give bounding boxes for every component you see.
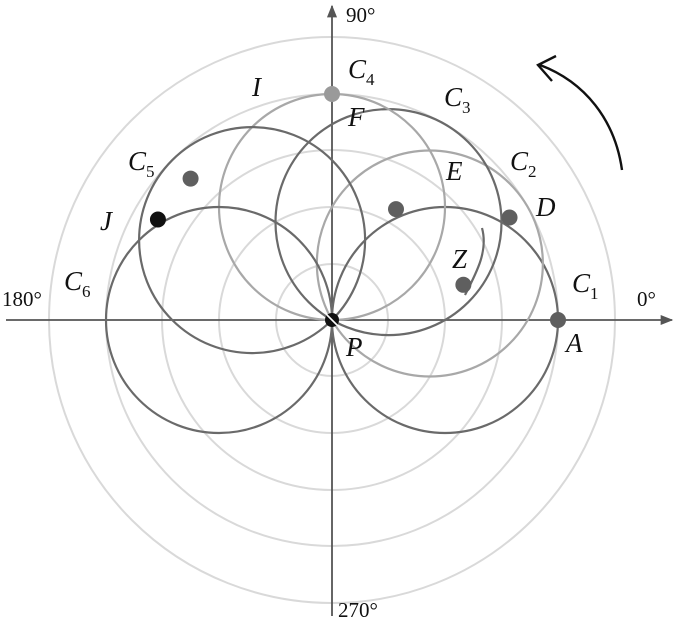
angle-label-180: 180° bbox=[2, 287, 42, 311]
point-a bbox=[550, 312, 566, 328]
circle-label-c2: C2 bbox=[510, 146, 537, 181]
origin-tick-mark bbox=[326, 314, 338, 326]
point-d bbox=[501, 209, 518, 226]
circle-labels: C1 C2 C3 C4 C5 C6 bbox=[64, 54, 599, 303]
angle-label-0: 0° bbox=[637, 287, 656, 311]
angle-label-270: 270° bbox=[338, 598, 378, 622]
point-label-z: Z bbox=[452, 244, 468, 274]
point-i bbox=[182, 170, 199, 187]
point-label-f: F bbox=[347, 102, 365, 132]
point-label-i: I bbox=[251, 72, 263, 102]
point-labels: A D E F I J Z P bbox=[100, 72, 583, 362]
circle-label-c4: C4 bbox=[348, 54, 375, 89]
circle-label-c1: C1 bbox=[572, 268, 599, 303]
curved-arrow-icon bbox=[539, 63, 624, 171]
marked-points bbox=[149, 86, 566, 328]
angle-label-90: 90° bbox=[346, 3, 375, 27]
point-z bbox=[455, 276, 472, 293]
origin-point bbox=[325, 313, 339, 327]
point-label-j: J bbox=[100, 206, 114, 236]
point-f bbox=[324, 86, 340, 102]
point-label-e: E bbox=[445, 156, 463, 186]
circle-label-c3: C3 bbox=[444, 82, 471, 117]
angle-labels: 90° 0° 180° 270° bbox=[2, 3, 656, 622]
point-label-d: D bbox=[535, 192, 556, 222]
arrow-head-icon bbox=[536, 54, 557, 82]
circle-label-c6: C6 bbox=[64, 266, 91, 301]
origin-label: P bbox=[345, 332, 363, 362]
circle-label-c5: C5 bbox=[128, 146, 155, 181]
point-e bbox=[388, 201, 404, 218]
point-j bbox=[149, 211, 166, 228]
point-label-a: A bbox=[564, 328, 583, 358]
